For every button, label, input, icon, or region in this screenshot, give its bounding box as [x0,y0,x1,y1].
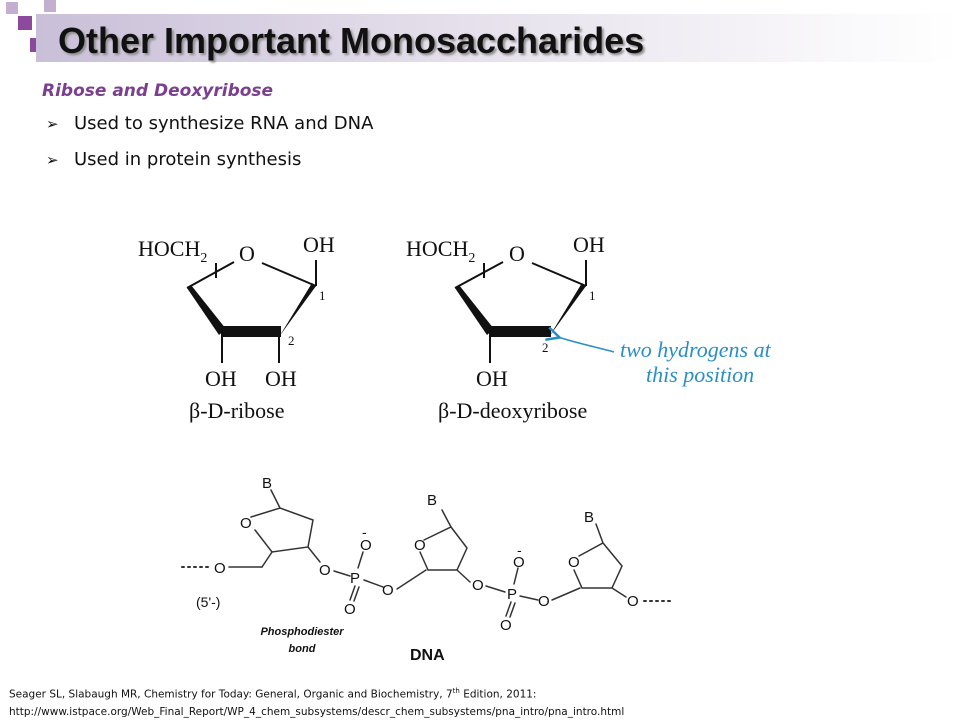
ribose-structure: HOCH2 O OH 1 2 OH OH β-D-ribose [138,232,335,423]
dna-base-label: B [262,475,272,492]
deoxyribose-c1-label: 1 [589,288,596,303]
ribose-c2-label: 2 [288,333,295,348]
corner-square-decoration [18,16,32,30]
arrow-bullet-icon: ➢ [46,115,59,133]
dna-ester-oxygen: O [214,560,226,577]
ribose-c1-oh: OH [303,232,335,257]
dna-negative-charge: - [517,542,522,558]
citation-url: http://www.istpace.org/Web_Final_Report/… [9,705,625,718]
dna-phosphorus: P [507,586,517,603]
ribose-c1-label: 1 [319,288,326,303]
dna-phosphate-oxygen: O [500,617,512,634]
annotation-line2: this position [646,362,754,387]
dna-ring-oxygen: O [240,515,252,532]
section-subtitle: Ribose and Deoxyribose [42,81,274,101]
dna-label: DNA [410,647,445,664]
dna-base-label: B [584,509,594,526]
ribose-ring-oxygen: O [239,241,255,266]
dna-negative-charge: - [362,524,367,540]
deoxyribose-ring-oxygen: O [509,241,525,266]
deoxyribose-c1-oh: OH [573,232,605,257]
deoxyribose-name: β-D-deoxyribose [438,398,587,423]
dna-phosphorus: P [350,570,360,587]
slide-title: Other Important Monosaccharides [58,20,645,61]
dna-five-prime-label: (5'-) [196,594,220,610]
dna-base-label: B [427,492,437,509]
ribose-c2-oh: OH [265,366,297,391]
phosphodiester-label-line2: bond [289,643,316,655]
dna-ester-oxygen: O [538,593,550,610]
bullet-item: ➢ Used to synthesize RNA and DNA [46,113,373,134]
ribose-name: β-D-ribose [189,398,285,423]
bullet-item: ➢ Used in protein synthesis [46,149,301,170]
deoxyribose-hoch2: HOCH2 [406,236,475,266]
dna-backbone-structure: O O B O P O - O O O B O P O - [181,475,673,664]
bullet-text: Used in protein synthesis [74,149,302,170]
dna-phosphate-oxygen: O [360,537,372,554]
citation-line1: Seager SL, Slabaugh MR, Chemistry for To… [9,687,537,701]
deoxyribose-structure: HOCH2 O OH 1 2 OH β-D-deoxyribose two hy… [406,232,772,423]
dna-ring-oxygen: O [568,554,580,571]
dna-ring-oxygen: O [414,537,426,554]
dna-phosphate-oxygen: O [344,601,356,618]
annotation-arrow-icon [558,337,615,353]
dna-ester-oxygen: O [627,593,639,610]
corner-square-decoration [6,2,18,14]
deoxyribose-c2-label: 2 [542,340,549,355]
deoxyribose-c3-oh: OH [476,366,508,391]
corner-square-decoration [44,0,56,12]
annotation-line1: two hydrogens at [620,337,772,362]
dna-ester-oxygen: O [472,577,484,594]
title-banner [36,14,960,62]
arrow-bullet-icon: ➢ [46,151,59,169]
dna-ester-oxygen: O [382,582,394,599]
dna-ester-oxygen: O [319,562,331,579]
ribose-c3-oh: OH [205,366,237,391]
phosphodiester-label-line1: Phosphodiester [260,626,344,638]
citation: Seager SL, Slabaugh MR, Chemistry for To… [9,683,624,721]
ribose-hoch2: HOCH2 [138,236,207,266]
bullet-text: Used to synthesize RNA and DNA [74,113,374,134]
dna-phosphate-oxygen: O [513,554,525,571]
